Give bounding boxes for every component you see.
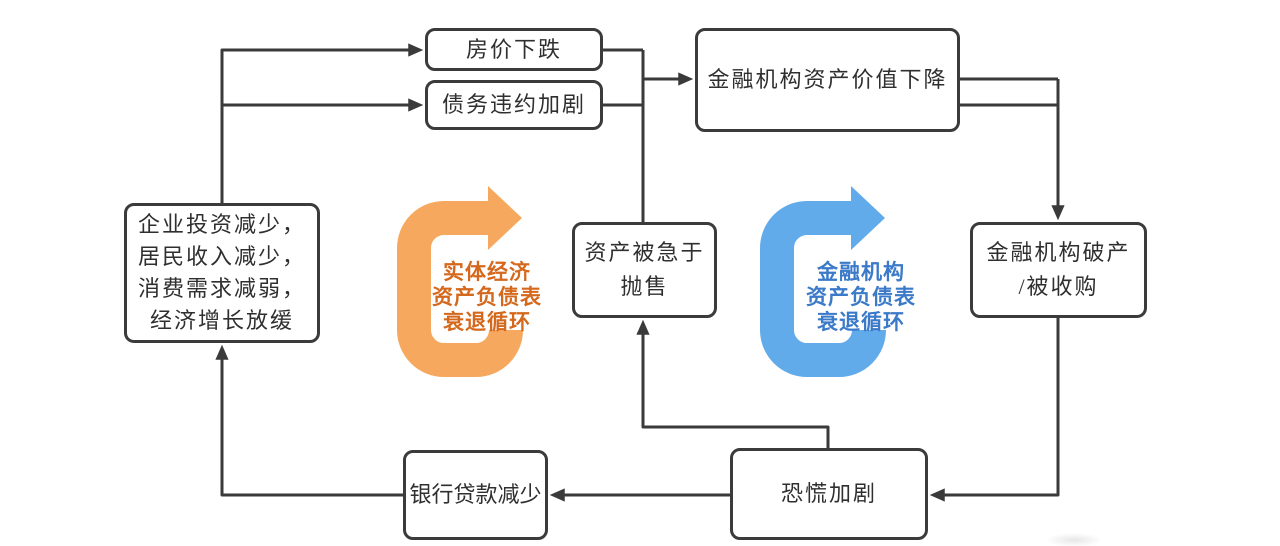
node-label: 恐慌加剧 [780,481,877,506]
node-label-line: 抛售 [620,274,669,299]
cycle-label-line: 资产负债表 [806,285,916,309]
node-label-line: 居民收入减少， [137,244,306,269]
node-label-line: 资产被急于 [584,240,705,265]
node-panic-intensifies: 恐慌加剧 [730,448,928,540]
cycle-label-line: 实体经济 [443,260,531,284]
real-economy-cycle-arrowhead [488,186,522,250]
real-economy-cycle-icon [397,186,523,377]
node-label-line: /被收购 [1018,274,1099,299]
connector-fi-bankrupt-to-panic [929,318,1060,502]
node-fi-asset-value-decline: 金融机构资产价值下降 [695,28,960,132]
connector-panic-to-fire-sale [636,319,830,448]
node-label-line: 金融机构破产 [986,240,1131,265]
node-label: 债务违约加剧 [441,92,586,117]
node-debt-default-intensifies: 债务违约加剧 [425,80,603,130]
financial-cycle-icon [760,186,886,377]
node-label: 银行贷款减少 [409,482,542,507]
financial-cycle-ring [760,201,886,377]
cycle-label-line: 衰退循环 [443,310,531,334]
connector-economy-to-housing-price [220,43,424,203]
cycle-label-line: 资产负债表 [432,285,542,309]
node-asset-fire-sale: 资产被急于 抛售 [572,222,717,318]
node-real-economy-contraction: 企业投资减少， 居民收入减少， 消费需求减弱， 经济增长放缓 [124,203,320,343]
node-fi-bankruptcy-acquisition: 金融机构破产 /被收购 [970,222,1147,318]
node-label: 房价下跌 [465,36,562,62]
node-bank-loans-decline: 银行贷款减少 [403,450,548,540]
cycle-label-line: 金融机构 [817,260,905,284]
node-label-line: 企业投资减少， [137,212,306,237]
connector-bank-loans-to-economy [215,344,403,497]
financial-cycle-label: 金融机构 资产负债表 衰退循环 [791,260,931,335]
node-housing-price-decline: 房价下跌 [425,28,603,71]
financial-cycle-arrowhead [851,186,885,250]
watermark-smudge [1045,533,1103,546]
cycle-label-line: 衰退循环 [817,310,905,334]
node-label-line: 消费需求减弱， [137,276,306,301]
real-economy-cycle-label: 实体经济 资产负债表 衰退循环 [417,260,557,335]
node-label-line: 经济增长放缓 [149,308,294,333]
node-label: 金融机构资产价值下降 [707,67,948,92]
real-economy-cycle-ring [397,201,523,377]
